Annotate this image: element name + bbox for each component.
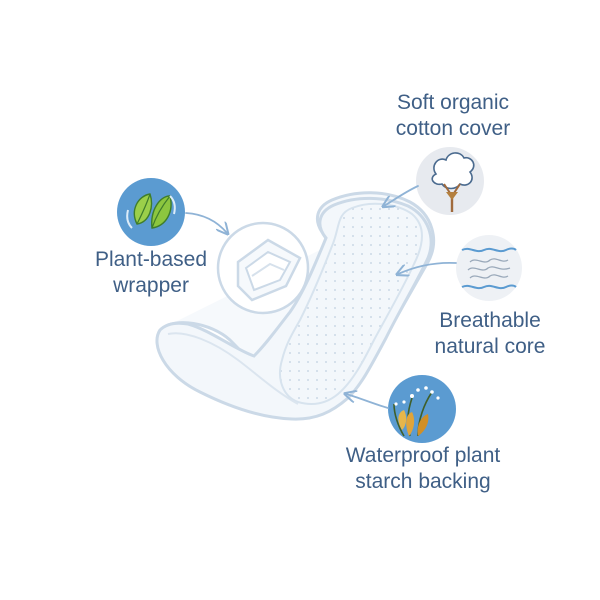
cotton-flower-icon [431,152,475,212]
label-waterproof-plant-starch-backing: Waterproof plant starch backing [345,444,501,493]
arrow-wrapper [185,212,227,233]
liner-pad-top-surface [279,202,423,405]
cotton-icon-badge [416,147,484,215]
liner-pad-inner-curve [167,332,299,405]
callout-arrows [185,185,457,409]
fiber-core-icon-badge [456,235,522,301]
plant-wheat-icon-badge [388,375,456,443]
liner-pad [155,191,436,421]
plant-wheat-icon [393,386,440,437]
label-plant-based-wrapper: Plant-based wrapper [94,248,208,297]
arrow-cotton [384,185,419,206]
label-breathable-natural-core: Breathable natural core [434,309,546,358]
wrapper-zoom-bubble [216,221,310,315]
leaves-icon-badge [117,178,185,246]
arrow-backing [346,394,389,409]
label-soft-organic-cotton-cover: Soft organic cotton cover [395,91,511,140]
leaves-icon [126,193,176,229]
fiber-core-icon [461,247,517,290]
arrow-core [398,261,457,274]
